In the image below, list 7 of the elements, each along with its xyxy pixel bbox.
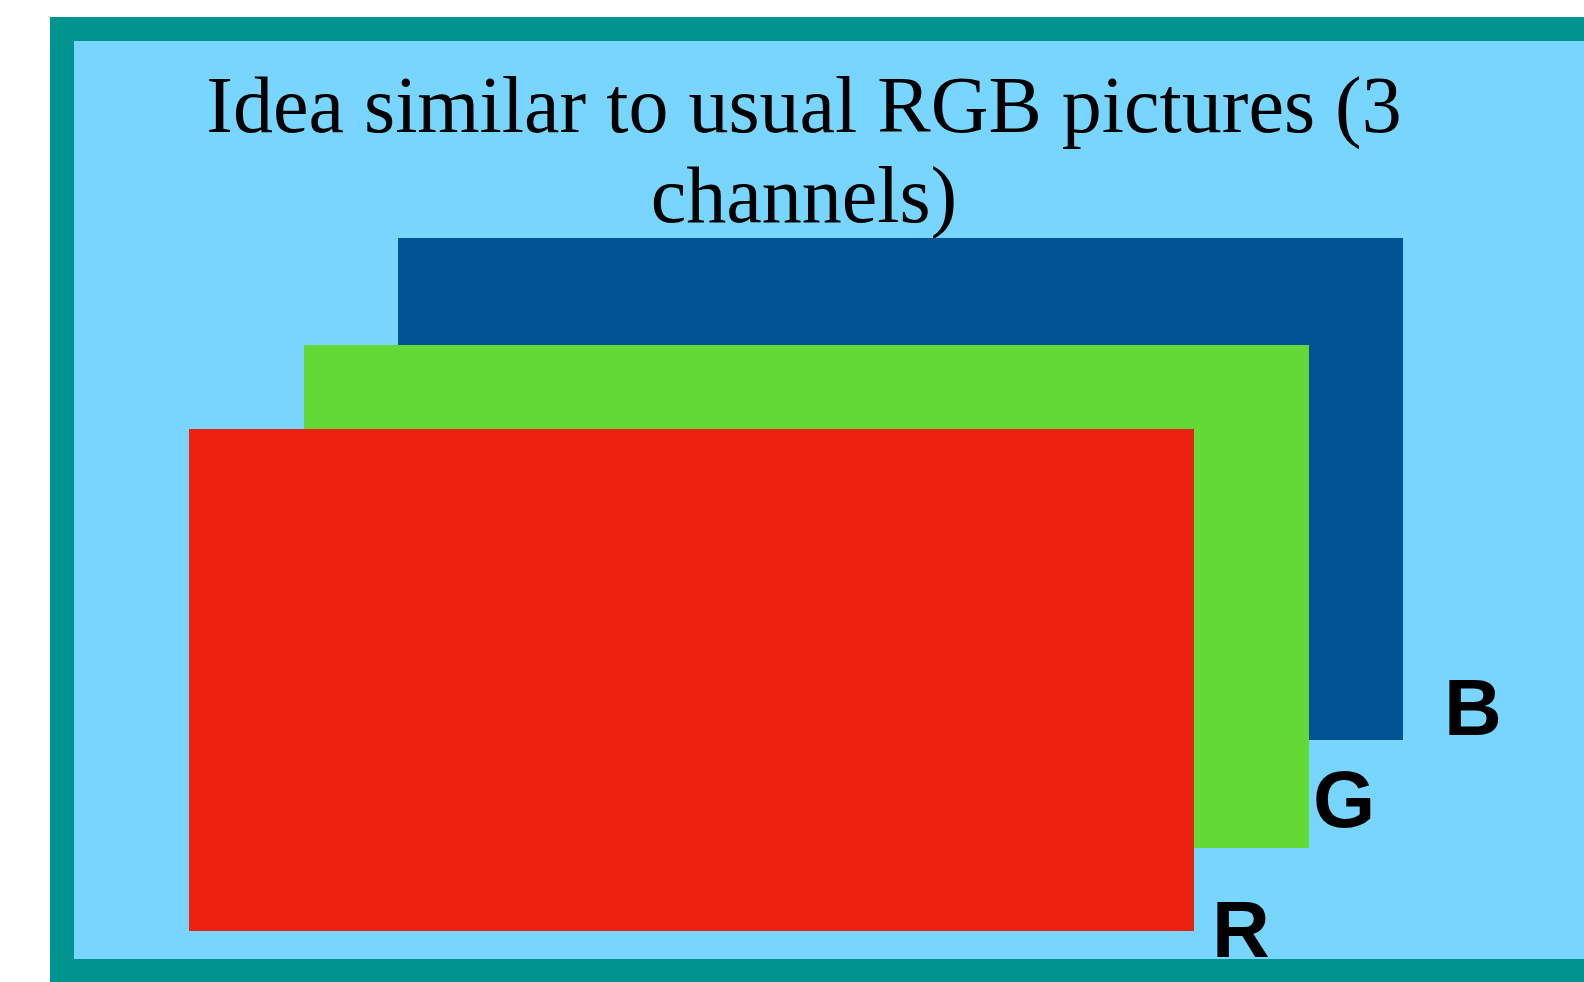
- channel-label: B: [1444, 668, 1502, 748]
- channel-layer: [304, 345, 1309, 848]
- channel-label: R: [1212, 890, 1270, 970]
- channel-label: G: [1313, 760, 1376, 840]
- channel-layer: [189, 429, 1194, 931]
- channel-layer: [398, 238, 1403, 740]
- title: Idea similar to usual RGB pictures (3 channels): [205, 60, 1403, 240]
